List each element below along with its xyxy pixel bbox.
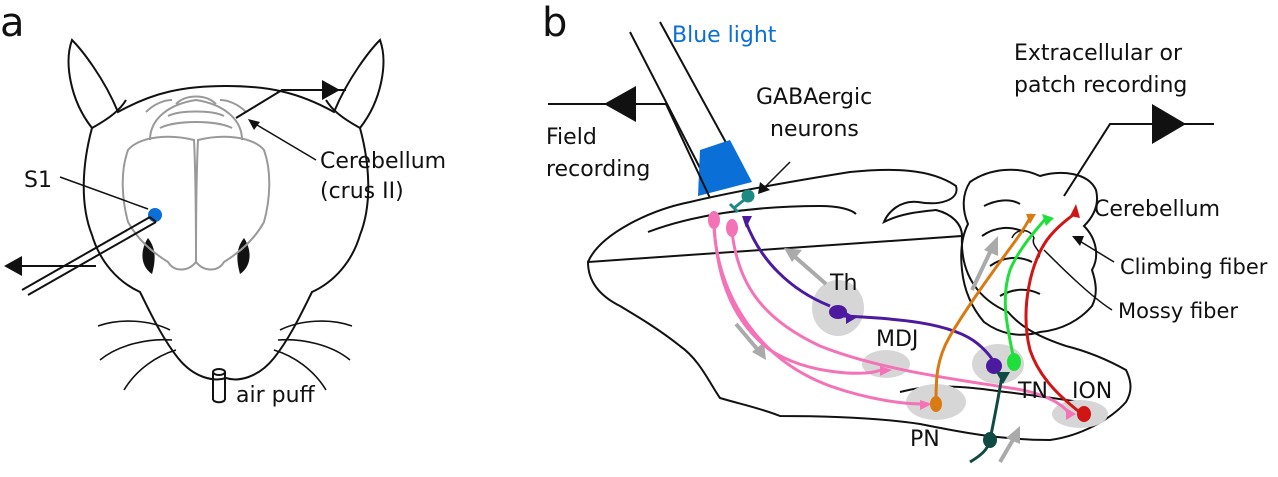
pink-neurons — [708, 211, 1076, 420]
orange-terminal — [1026, 214, 1036, 224]
gabaergic-neuron — [728, 189, 755, 214]
gabaergic-pointer — [763, 161, 791, 189]
air-puff-nozzle — [212, 368, 226, 404]
cerebellum-pointer-head — [248, 119, 260, 130]
green-pathway — [1003, 217, 1048, 361]
right-hemisphere — [194, 135, 271, 271]
panel-b-label: b — [542, 0, 567, 46]
extracellular-electrode — [1063, 123, 1214, 197]
s1-electrode — [21, 216, 157, 296]
climbing-fiber-pointer-head — [1072, 236, 1084, 246]
teal-neuron — [983, 432, 997, 448]
orange-neuron — [930, 396, 942, 412]
flow-arrows — [734, 236, 1020, 464]
field-recording-arrow — [604, 86, 636, 122]
cerebellum-pointer — [251, 121, 317, 161]
extracellular-arrow — [1152, 104, 1186, 144]
cerebellum-output-arrow — [322, 80, 340, 100]
blue-light-label: Blue light — [672, 23, 777, 48]
red-terminal — [1070, 204, 1080, 218]
gabaergic-pointer-head — [758, 182, 770, 194]
climbing-fiber-pointer — [1077, 239, 1115, 263]
field-recording-electrode — [548, 103, 711, 199]
brain-sagittal-outline — [586, 168, 1132, 442]
red-pathway — [1024, 212, 1083, 416]
ion-label: ION — [1072, 379, 1112, 404]
cerebellum-label-line1: Cerebellum — [320, 149, 446, 174]
climbing-fiber-label: Climbing fiber — [1120, 255, 1268, 279]
mossy-fiber-pointer — [1043, 249, 1113, 311]
air-puff-label: air puff — [236, 383, 316, 408]
brain — [121, 95, 271, 271]
cerebellum-folia — [960, 168, 1098, 336]
field-recording-line2: recording — [546, 157, 650, 182]
th-label: Th — [829, 271, 857, 296]
purple-neurons — [742, 216, 1002, 374]
red-neuron — [1077, 406, 1091, 422]
extracellular-label-line2: patch recording — [1014, 73, 1187, 98]
mdj-label: MDJ — [876, 327, 918, 352]
cerebellum-label: Cerebellum — [1094, 197, 1220, 222]
gabaergic-label-line2: neurons — [770, 117, 859, 142]
pink-pathway — [712, 221, 1070, 413]
s1-output-arrow — [4, 256, 22, 276]
s1-label: S1 — [24, 168, 52, 193]
right-eye — [237, 238, 250, 274]
left-ear-inner — [91, 99, 127, 129]
blue-light-cone — [698, 140, 752, 196]
right-ear-inner — [325, 99, 361, 129]
left-eye — [142, 238, 155, 274]
panel-b: b Blue light Field recording GAB — [542, 0, 1268, 464]
whiskers — [97, 320, 353, 391]
field-recording-line1: Field — [546, 125, 597, 150]
panel-a: a S1 Cerebellum (cr — [0, 0, 446, 408]
tn-label: TN — [1017, 379, 1048, 404]
green-neuron — [1007, 353, 1021, 371]
s1-pointer — [59, 176, 149, 210]
green-terminal — [1042, 214, 1054, 226]
pn-label: PN — [910, 427, 940, 452]
purple-pathway — [744, 221, 998, 367]
panel-a-label: a — [0, 0, 25, 46]
cerebellum-label-line2: (crus II) — [320, 179, 404, 204]
optical-fiber — [629, 21, 731, 169]
gabaergic-label-line1: GABAergic — [756, 85, 872, 110]
cortex-inner-line — [647, 204, 857, 233]
mossy-fiber-label: Mossy fiber — [1118, 299, 1238, 323]
teal-terminal — [996, 372, 1010, 384]
cerebellum-lobes — [145, 95, 247, 141]
orange-pathway — [934, 213, 1034, 403]
mouse-head-outline — [67, 38, 385, 381]
extracellular-label-line1: Extracellular or — [1014, 41, 1183, 66]
